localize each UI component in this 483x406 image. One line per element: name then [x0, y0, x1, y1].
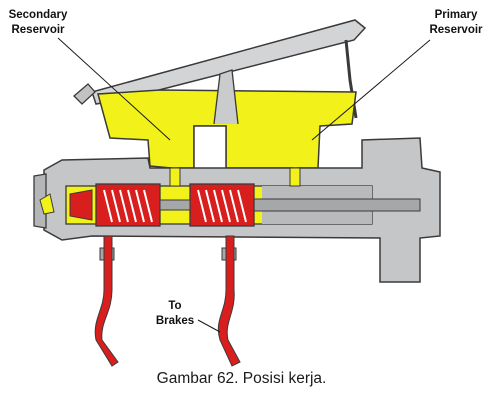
- to-brakes-label: To Brakes: [148, 299, 202, 329]
- vent-tube: [214, 70, 238, 124]
- compensating-port-secondary: [170, 168, 180, 186]
- leader-primary: [312, 40, 430, 140]
- piston-link: [160, 200, 190, 210]
- cap-handle: [74, 84, 95, 104]
- reservoir-divider: [194, 126, 226, 170]
- primary-reservoir-label: Primary Reservoir: [420, 8, 483, 38]
- compensating-port-primary: [290, 168, 300, 186]
- primary-label-line1: Primary: [420, 8, 483, 23]
- primary-label-line2: Reservoir: [420, 23, 483, 38]
- secondary-reservoir-label: Secondary Reservoir: [0, 8, 76, 38]
- secondary-seal: [70, 190, 92, 220]
- brake-line-1: [95, 236, 118, 366]
- secondary-label-line1: Secondary: [0, 8, 76, 23]
- brakes-label-line1: To: [148, 299, 202, 314]
- push-rod: [240, 199, 420, 211]
- brakes-label-line2: Brakes: [148, 314, 202, 329]
- secondary-label-line2: Reservoir: [0, 23, 76, 38]
- figure-caption: Gambar 62. Posisi kerja.: [0, 370, 483, 388]
